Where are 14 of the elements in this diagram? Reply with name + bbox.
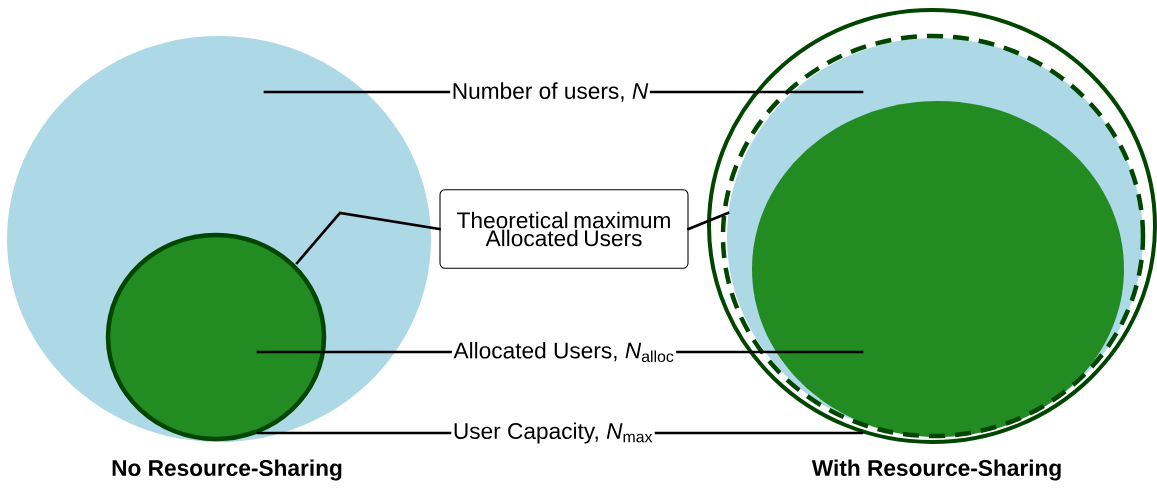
leader-line bbox=[256, 431, 452, 435]
leader-label: User Capacity, N$_{max}$ bbox=[454, 422, 653, 444]
callout-box: Theoretical maximum Allocated Users bbox=[439, 189, 689, 269]
region-ellipse bbox=[105, 232, 327, 442]
leader-line bbox=[687, 211, 730, 231]
leader-line bbox=[256, 350, 452, 354]
leader-line bbox=[295, 211, 441, 265]
panel-caption: With Resource-Sharing bbox=[811, 459, 1061, 481]
leader-line bbox=[263, 90, 451, 94]
leader-label: Number of users, N bbox=[453, 82, 649, 102]
leader-line bbox=[654, 431, 864, 435]
leader-line bbox=[649, 90, 864, 94]
leader-label: Allocated Users, N$_{alloc}$ bbox=[453, 341, 674, 363]
region-ellipse bbox=[752, 101, 1124, 437]
